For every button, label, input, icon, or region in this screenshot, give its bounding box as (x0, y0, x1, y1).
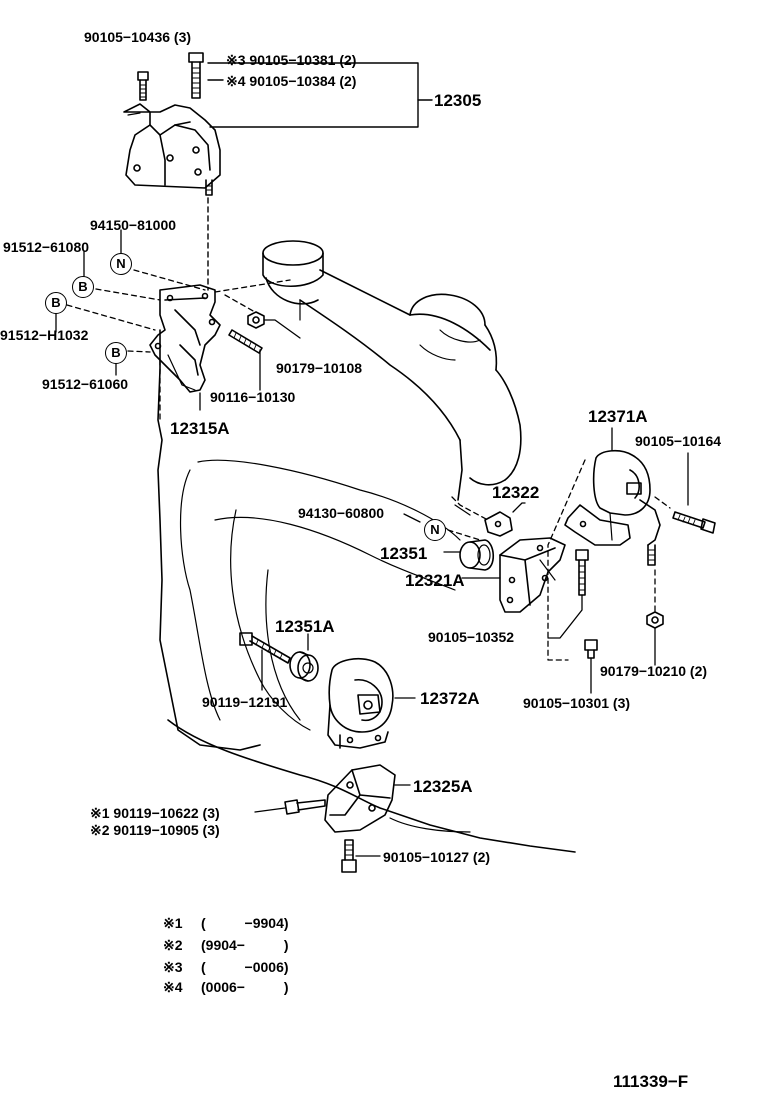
label-91512-H1032: 91512−H1032 (0, 327, 89, 343)
label-90179-10108: 90179−10108 (276, 360, 363, 376)
bushing-12351A (289, 651, 319, 682)
label-94150-81000: 94150−81000 (90, 217, 177, 233)
label-91512-61080: 91512−61080 (3, 239, 90, 255)
footnote-mark: ※3 (163, 959, 183, 975)
bracket-12315A (149, 284, 221, 393)
label-90119-10622: ※1 90119−10622 (3) (90, 805, 220, 821)
label-90105-10352: 90105−10352 (428, 629, 515, 645)
label-12322: 12322 (492, 483, 540, 502)
bracket-12325A (324, 764, 411, 833)
footnote-range: (0006− ) (201, 979, 289, 995)
bolt-90105-10381 (188, 52, 204, 99)
transmission-housing (409, 293, 522, 516)
label-90105-10301: 90105−10301 (3) (523, 695, 631, 711)
label-94130-60800: 94130−60800 (298, 505, 385, 521)
nut-90179-10210 (646, 611, 664, 629)
footnote-mark: ※2 (163, 937, 183, 953)
bolt-90119-10622 (284, 799, 326, 815)
label-90105-10384: ※4 90105−10384 (2) (226, 73, 357, 89)
callout-b-upper: B (72, 276, 94, 298)
engine-outline (157, 269, 576, 853)
nut-90179-10108 (247, 311, 265, 329)
label-90116-10130: 90116−10130 (210, 389, 296, 405)
label-90105-10381: ※3 90105−10381 (2) (226, 52, 357, 68)
label-91512-61060: 91512−61060 (42, 376, 129, 392)
callout-n-middle: N (424, 519, 446, 541)
intake-cylinder (262, 240, 324, 321)
label-90105-10436: 90105−10436 (3) (84, 29, 192, 45)
mount-12372A (327, 658, 416, 749)
callout-n-upper: N (110, 253, 132, 275)
bolt-90105-10164 (672, 511, 716, 534)
label-90119-12191: 90119−12191 (202, 694, 288, 710)
label-12315A: 12315A (170, 419, 230, 438)
label-90105-10127: 90105−10127 (2) (383, 849, 491, 865)
callout-b-left: B (45, 292, 67, 314)
bolt-90105-10127 (341, 839, 357, 873)
footnote-range: ( −0006) (201, 959, 289, 975)
label-12351: 12351 (380, 544, 428, 563)
footnote-mark: ※1 (163, 915, 183, 931)
diagram-id: 111339−F (613, 1072, 689, 1091)
footnote-mark: ※4 (163, 979, 183, 995)
label-12325A: 12325A (413, 777, 473, 796)
bolt-90105-10436 (137, 71, 149, 101)
bushing-12351 (459, 539, 495, 571)
stud-90116-10130 (228, 329, 263, 354)
bolt-90105-10301 (584, 639, 598, 659)
bracket-12322 (484, 511, 513, 537)
bolt-90105-10352 (575, 549, 589, 596)
upper-mount-12305 (123, 103, 221, 189)
label-12351A: 12351A (275, 617, 335, 636)
mount-12371A (564, 449, 661, 566)
label-12371A: 12371A (588, 407, 648, 426)
footnote-range: ( −9904) (201, 915, 289, 931)
footnote-range: (9904− ) (201, 937, 289, 953)
callout-b-lower: B (105, 342, 127, 364)
bolt-90119-12191 (239, 632, 291, 664)
label-12321A: 12321A (405, 571, 465, 590)
label-12305: 12305 (434, 91, 482, 110)
label-90179-10210: 90179−10210 (2) (600, 663, 708, 679)
bracket-12321A (499, 537, 566, 613)
label-90119-10905: ※2 90119−10905 (3) (90, 822, 220, 838)
label-12372A: 12372A (420, 689, 480, 708)
label-90105-10164: 90105−10164 (635, 433, 722, 449)
